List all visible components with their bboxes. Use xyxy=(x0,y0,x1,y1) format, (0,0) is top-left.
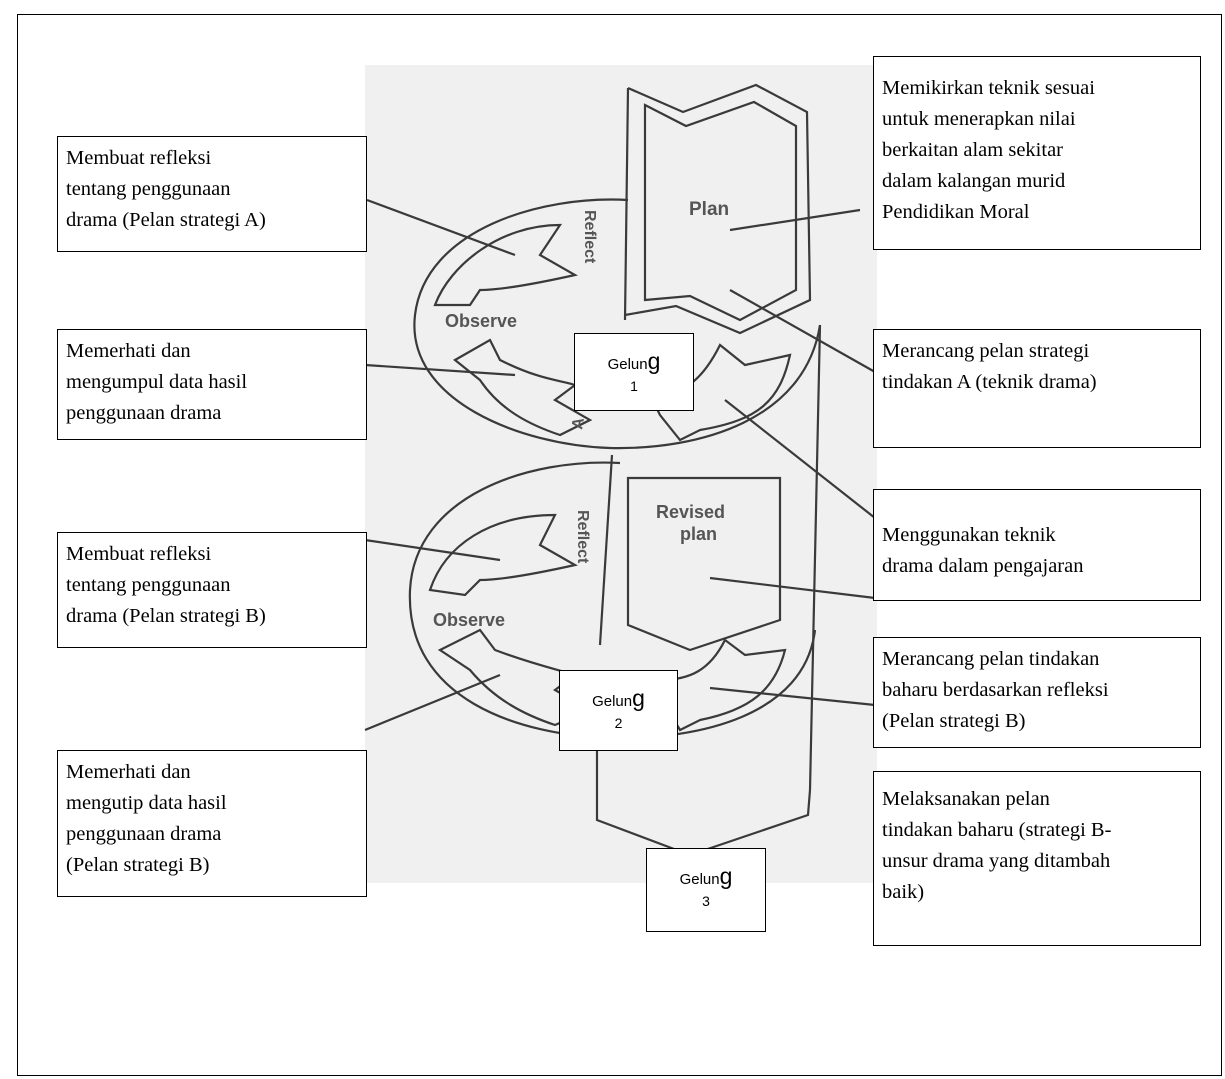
revised-label-line-2: plan xyxy=(680,524,717,544)
observe-arrow-2 xyxy=(658,638,787,732)
pointer-line-7 xyxy=(724,399,876,519)
left-box-reflect-b: Membuat refleksi tentang penggunaan dram… xyxy=(57,532,367,648)
loop-1-number: 1 xyxy=(630,378,638,394)
reflect-arrow-1 xyxy=(433,223,579,307)
cycle-1-circle xyxy=(413,198,822,450)
right-box-revised-plan: Merancang pelan tindakan baharu berdasar… xyxy=(873,637,1201,748)
right-box-plan-thinking: Memikirkan teknik sesuai untuk menerapka… xyxy=(873,56,1201,250)
loop-2-number: 2 xyxy=(614,715,623,731)
pointer-line-5 xyxy=(729,208,861,232)
loop-2-label: Gelung xyxy=(592,685,645,711)
right-box-act-a: Menggunakan teknik drama dalam pengajara… xyxy=(873,489,1201,601)
loop-box-3: Gelung 3 xyxy=(646,848,766,932)
revised-plan-shape xyxy=(626,476,782,652)
observe-label-2: Observe xyxy=(433,610,505,630)
loop-box-1: Gelung 1 xyxy=(574,333,694,411)
loop-box-2: Gelung 2 xyxy=(559,670,678,751)
mid-rail xyxy=(598,454,614,646)
pointer-line-4 xyxy=(364,673,501,732)
plan-left-rail xyxy=(623,87,630,321)
left-box-reflect-a: Membuat refleksi tentang penggunaan dram… xyxy=(57,136,367,252)
bottom-arrow-shape xyxy=(595,740,812,857)
loop-1-label: Gelung xyxy=(607,348,661,374)
page-frame xyxy=(17,14,1222,1076)
pointer-line-2 xyxy=(364,363,516,377)
reflect-arrow-2 xyxy=(428,513,579,597)
observe-label-1: Observe xyxy=(445,311,517,331)
pointer-line-1 xyxy=(366,198,516,257)
right-rail xyxy=(808,324,822,791)
pointer-line-9 xyxy=(709,686,876,707)
right-box-plan-a: Merancang pelan strategi tindakan A (tek… xyxy=(873,329,1201,448)
left-box-observe-b: Memerhati dan mengutip data hasil penggu… xyxy=(57,750,367,897)
loop-3-number: 3 xyxy=(702,893,710,909)
pointer-line-8 xyxy=(709,576,876,600)
pointer-line-3 xyxy=(364,538,501,562)
reflect-label-2: Reflect xyxy=(574,510,591,564)
right-box-implement-b: Melaksanakan pelan tindakan baharu (stra… xyxy=(873,771,1201,946)
cycle-2-circle xyxy=(408,461,817,740)
loop-3-label: Gelung xyxy=(679,863,733,889)
act-arrow-1 xyxy=(453,338,593,437)
reflect-label-1: Reflect xyxy=(581,210,598,264)
plan-outer-shape xyxy=(624,83,812,335)
left-box-observe-a: Memerhati dan mengumpul data hasil pengg… xyxy=(57,329,367,440)
plan-label: Plan xyxy=(689,199,729,220)
pointer-line-6 xyxy=(729,289,876,373)
revised-label-line-1: Revised xyxy=(656,502,725,522)
plan-inner-shape xyxy=(643,100,798,322)
act-label-1: A xyxy=(569,416,588,431)
